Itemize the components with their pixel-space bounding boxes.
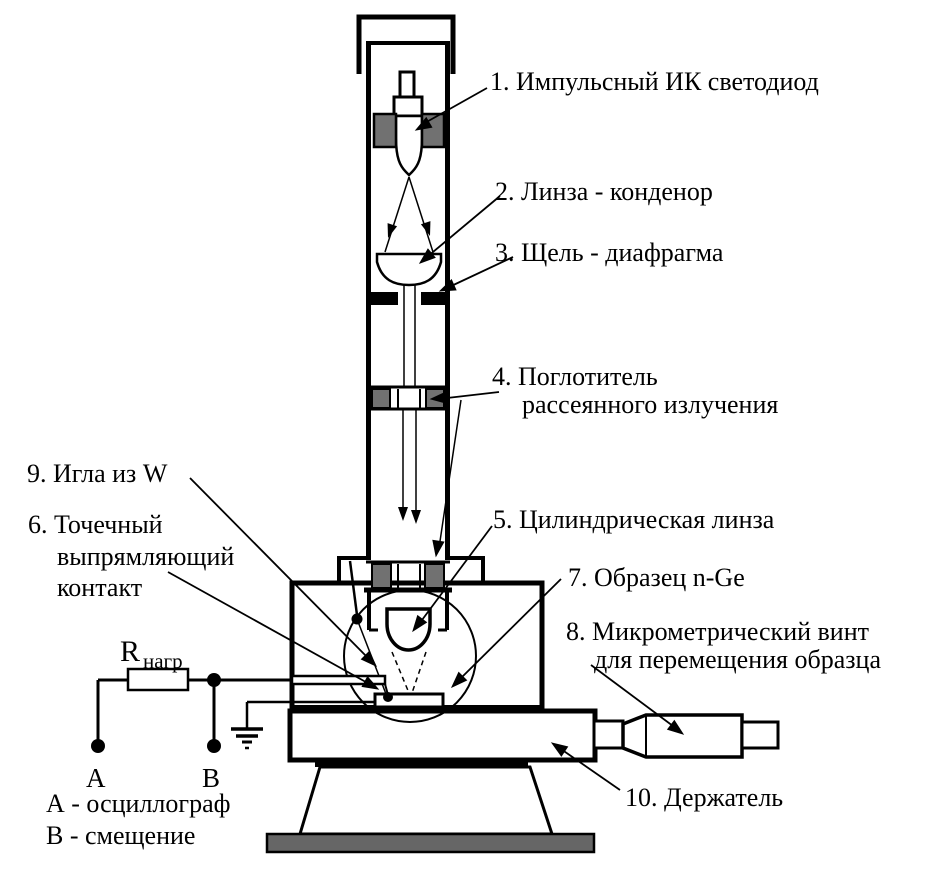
micrometer-body: [621, 713, 744, 759]
holder-base-bar: [315, 759, 528, 767]
micrometer-screw: [592, 713, 780, 759]
label-10: 10. Держатель: [625, 783, 783, 812]
led-dome: [394, 114, 424, 177]
flange-right: [450, 556, 485, 584]
label-5: 5. Цилиндрическая линза: [493, 505, 775, 534]
arrowhead: [418, 248, 436, 264]
leader-4-short: [446, 391, 500, 399]
flange-left: [337, 556, 366, 584]
leader-10: [557, 746, 621, 791]
label-6-line1: 6. Точечный: [28, 510, 163, 539]
legend-oscilloscope: А - осциллограф: [46, 789, 230, 818]
terminal-a-label: А: [86, 763, 106, 793]
arrowhead: [450, 671, 468, 689]
point-contact-dot: [383, 692, 393, 702]
arrowhead: [429, 391, 447, 404]
micrometer-neck: [592, 719, 625, 750]
leader-lines: [167, 87, 685, 791]
leader-4-long: [438, 399, 462, 549]
leader-8: [590, 664, 678, 730]
ir-led: [392, 70, 424, 177]
base-slab: [265, 832, 596, 854]
sample-chamber-assembly: [265, 556, 780, 854]
arrowhead: [361, 676, 380, 690]
ray-left: [384, 176, 410, 253]
measurement-circuit: [91, 667, 376, 753]
optical-column: [356, 14, 456, 560]
resistor-label: R: [120, 635, 140, 668]
arrowhead: [438, 279, 457, 292]
terminal-b-label: В: [202, 763, 220, 793]
absorber2-block-left: [371, 563, 392, 589]
terminal-a-dot: [91, 739, 105, 753]
leader-7: [458, 578, 562, 681]
arrowhead: [666, 719, 685, 735]
arrowhead: [360, 650, 378, 668]
top-cap: [356, 14, 456, 74]
arrowhead: [550, 742, 569, 757]
led-mount-left: [372, 112, 398, 149]
absorber-upper: [366, 385, 450, 411]
arrowhead: [432, 539, 445, 558]
led-body: [392, 95, 424, 118]
stand-trapezoid: [297, 765, 555, 836]
micrometer-stub: [740, 720, 780, 750]
label-6-line2: выпрямляющий: [57, 542, 234, 571]
leader-1: [422, 87, 488, 125]
condenser-lens: [375, 252, 443, 287]
arrowhead: [398, 507, 408, 521]
slit-blade-left: [371, 292, 398, 305]
holder-box: [287, 708, 598, 763]
labels: 1. Импульсный ИК светодиод 2. Линза - ко…: [27, 67, 881, 850]
arrowhead: [411, 510, 421, 524]
label-9: 9. Игла из W: [27, 459, 168, 488]
leader-2: [426, 195, 501, 258]
ray-right: [408, 176, 434, 253]
slit-blade-right: [421, 292, 446, 305]
arrowhead: [387, 223, 398, 238]
terminal-b-dot: [207, 739, 221, 753]
label-4-line2: рассеянного излучения: [522, 390, 778, 419]
legend-bias: В - смещение: [46, 821, 195, 850]
cylindrical-lens: [385, 607, 432, 652]
label-6-line3: контакт: [57, 573, 142, 602]
label-1: 1. Импульсный ИК светодиод: [490, 67, 819, 96]
absorber1-block-left: [371, 388, 391, 409]
arrowhead: [420, 221, 431, 236]
ground-symbol: [231, 700, 376, 750]
resistor-subscript: нагр: [143, 649, 183, 673]
leader-9: [189, 477, 372, 662]
led-stem: [398, 70, 416, 100]
arrowhead: [414, 116, 433, 131]
label-7: 7. Образец n-Ge: [568, 563, 745, 592]
label-8-line1: 8. Микрометрический винт: [566, 617, 869, 646]
leader-6: [167, 571, 374, 687]
focus-ray-left: [391, 651, 410, 694]
needle-support: [348, 560, 359, 616]
label-8-line2: для перемещения образца: [594, 645, 881, 674]
label-3: 3. Щель - диафрагма: [495, 238, 724, 267]
focus-ray-right: [411, 651, 427, 694]
chamber-circle: [343, 589, 477, 723]
leader-5: [418, 525, 493, 625]
arrowhead: [412, 614, 428, 633]
label-2: 2. Линза - конденор: [495, 177, 713, 206]
leader-3: [446, 256, 514, 289]
absorber2-block-right: [424, 563, 445, 589]
label-4-line1: 4. Поглотитель: [492, 362, 658, 391]
